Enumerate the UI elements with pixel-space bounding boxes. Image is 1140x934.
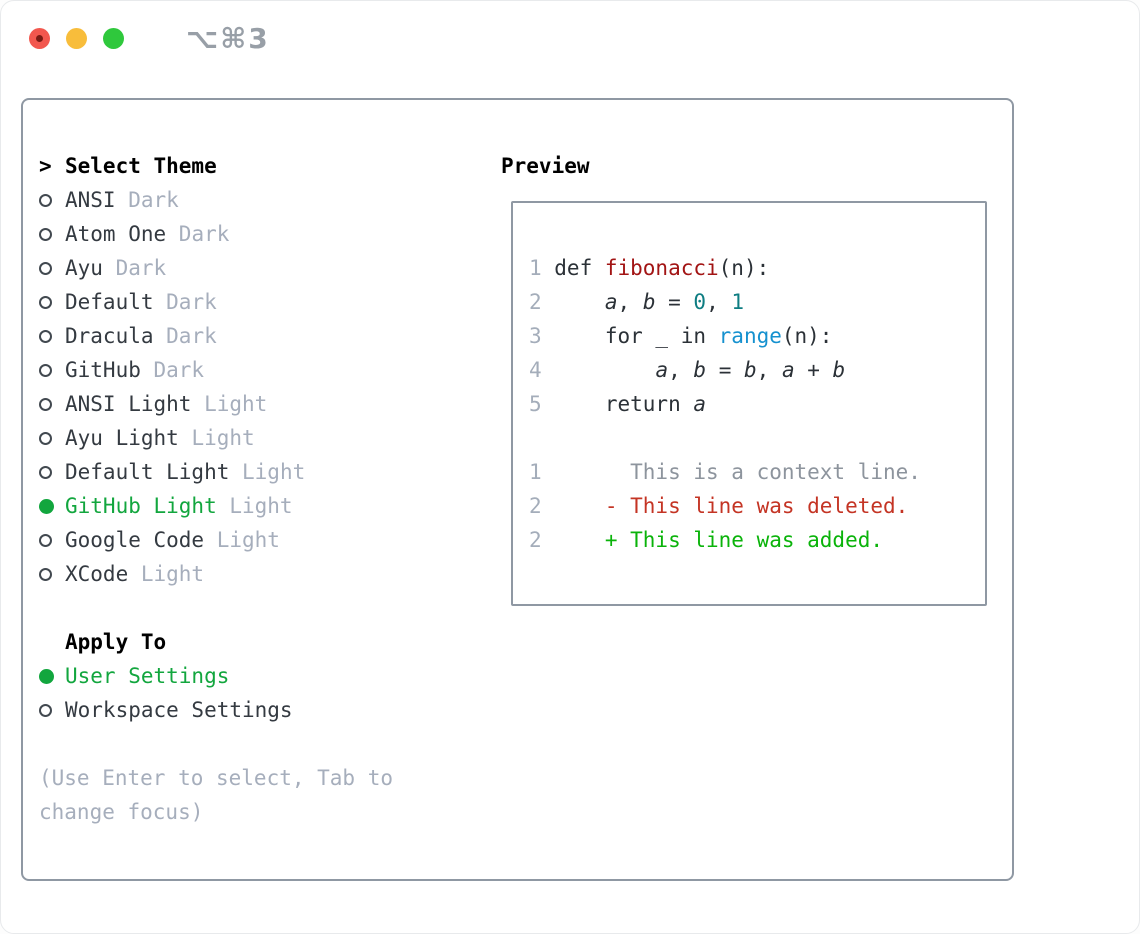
- line-content: a, b = 0, 1: [604, 290, 745, 314]
- apply-option-label: User Settings: [65, 664, 230, 688]
- radio-icon: [39, 465, 65, 479]
- line-number: 3: [529, 324, 542, 348]
- line-number: 1: [529, 460, 542, 484]
- theme-name: Atom One: [65, 222, 167, 246]
- theme-name: ANSI Light: [65, 392, 192, 416]
- theme-option-dracula[interactable]: Dracula Dark: [39, 319, 393, 353]
- radio-selected-icon: [39, 668, 65, 684]
- radio-icon: [39, 533, 65, 547]
- theme-option-github[interactable]: GitHub Dark: [39, 353, 393, 387]
- code-line: 2 - This line was deleted.: [529, 489, 985, 523]
- code-line: 3 for _ in range(n):: [529, 319, 985, 353]
- line-number: 2: [529, 290, 542, 314]
- line-content: This is a context line.: [554, 460, 921, 484]
- theme-name: ANSI: [65, 188, 116, 212]
- window-titlebar: ⌥⌘3: [29, 22, 270, 55]
- theme-variant-tag: Light: [229, 494, 293, 518]
- theme-name: XCode: [65, 562, 129, 586]
- theme-name: Ayu: [65, 256, 103, 280]
- radio-icon: [39, 363, 65, 377]
- line-content: + This line was added.: [604, 528, 884, 552]
- radio-icon: [39, 295, 65, 309]
- radio-icon: [39, 431, 65, 445]
- apply-option-workspace-settings[interactable]: Workspace Settings: [39, 693, 393, 727]
- theme-variant-tag: Dark: [115, 256, 167, 280]
- theme-option-google-code[interactable]: Google Code Light: [39, 523, 393, 557]
- code-line: [529, 421, 985, 455]
- theme-option-ayu-light[interactable]: Ayu Light Light: [39, 421, 393, 455]
- apply-option-label: Workspace Settings: [65, 698, 293, 722]
- theme-option-default[interactable]: Default Dark: [39, 285, 393, 319]
- preview-title: Preview: [501, 154, 590, 178]
- code-line: 1 This is a context line.: [529, 455, 985, 489]
- line-number: 2: [529, 494, 542, 518]
- line-number: 4: [529, 358, 542, 382]
- theme-name: Default: [65, 290, 154, 314]
- close-button[interactable]: [29, 28, 50, 49]
- theme-variant-tag: Light: [204, 392, 268, 416]
- apply-to-header: Apply To: [39, 625, 393, 659]
- theme-name: Default Light: [65, 460, 230, 484]
- apply-to-title: Apply To: [65, 630, 167, 654]
- window-title: ⌥⌘3: [186, 22, 270, 55]
- radio-icon: [39, 703, 65, 717]
- radio-selected-icon: [39, 498, 65, 514]
- radio-icon: [39, 567, 65, 581]
- line-content: def fibonacci(n):: [554, 256, 770, 280]
- minimize-button[interactable]: [66, 28, 87, 49]
- code-line: 2 + This line was added.: [529, 523, 985, 557]
- code-line: 5 return a: [529, 387, 985, 421]
- theme-name: Google Code: [65, 528, 205, 552]
- theme-variant-tag: Dark: [166, 290, 217, 314]
- theme-option-ansi-light[interactable]: ANSI Light Light: [39, 387, 393, 421]
- theme-variant-tag: Light: [216, 528, 280, 552]
- code-line: 4 a, b = b, a + b: [529, 353, 985, 387]
- radio-icon: [39, 227, 65, 241]
- code-line: 1 def fibonacci(n):: [529, 251, 985, 285]
- theme-variant-tag: Dark: [128, 188, 179, 212]
- theme-name: Ayu Light: [65, 426, 179, 450]
- apply-option-user-settings[interactable]: User Settings: [39, 659, 393, 693]
- theme-variant-tag: Light: [140, 562, 205, 586]
- theme-variant-tag: Dark: [153, 358, 205, 382]
- line-content: return a: [554, 392, 707, 416]
- theme-option-xcode[interactable]: XCode Light: [39, 557, 393, 591]
- zoom-button[interactable]: [103, 28, 124, 49]
- line-number: 1: [529, 256, 542, 280]
- theme-variant-tag: Light: [191, 426, 255, 450]
- theme-option-github-light[interactable]: GitHub Light Light: [39, 489, 393, 523]
- theme-option-ayu[interactable]: Ayu Dark: [39, 251, 393, 285]
- theme-option-ansi[interactable]: ANSI Dark: [39, 183, 393, 217]
- theme-option-default-light[interactable]: Default Light Light: [39, 455, 393, 489]
- theme-variant-tag: Dark: [166, 324, 217, 348]
- theme-variant-tag: Light: [242, 460, 306, 484]
- line-number: 5: [529, 392, 542, 416]
- theme-variant-tag: Dark: [178, 222, 230, 246]
- select-theme-header: > Select Theme: [39, 149, 393, 183]
- line-content: - This line was deleted.: [604, 494, 909, 518]
- line-number: 2: [529, 528, 542, 552]
- line-content: a, b = b, a + b: [655, 358, 846, 382]
- theme-name: Dracula: [65, 324, 154, 348]
- line-content: for _ in range(n):: [554, 324, 833, 348]
- keyboard-hint: (Use Enter to select, Tab to change focu…: [39, 766, 394, 824]
- cursor-icon: >: [39, 154, 52, 178]
- theme-name: GitHub: [65, 358, 141, 382]
- code-line: 2 a, b = 0, 1: [529, 285, 985, 319]
- select-theme-title: Select Theme: [65, 154, 217, 178]
- theme-option-atom-one[interactable]: Atom One Dark: [39, 217, 393, 251]
- radio-icon: [39, 329, 65, 343]
- theme-name: GitHub Light: [65, 494, 217, 518]
- radio-icon: [39, 397, 65, 411]
- radio-icon: [39, 193, 65, 207]
- radio-icon: [39, 261, 65, 275]
